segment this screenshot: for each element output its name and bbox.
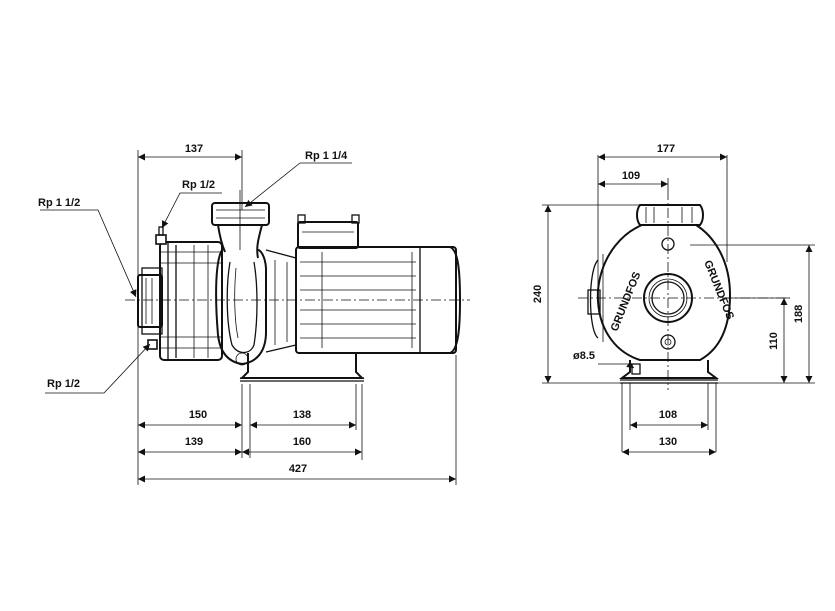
vent-plug-top [155, 226, 167, 245]
dim-108: 108 [659, 409, 677, 421]
end-discharge-port [636, 204, 704, 226]
dim-150: 150 [189, 409, 207, 421]
motor [295, 246, 462, 354]
label-rp-1-2-bottom: Rp 1/2 [47, 378, 80, 390]
pump-casing [215, 249, 297, 366]
end-pump-casing [587, 224, 732, 361]
dim-177: 177 [657, 143, 675, 155]
dim-188: 188 [793, 305, 805, 323]
stage-housings [159, 241, 223, 361]
terminal-box [297, 214, 360, 249]
bolt-bottom [660, 334, 676, 350]
side-view: 137 150 138 139 160 427 Rp 1 1/4 Rp 1/2 … [38, 143, 470, 485]
end-base-foot [619, 360, 719, 384]
label-rp-1-2-top: Rp 1/2 [182, 179, 215, 191]
discharge-port [211, 190, 270, 259]
label-rp-1-1-4: Rp 1 1/4 [305, 150, 348, 162]
brand-grundfos-left: GRUNDFOS [609, 270, 644, 333]
dim-427: 427 [289, 463, 307, 475]
end-view: GRUNDFOS GRUNDFOS [532, 143, 815, 456]
end-suction-port [643, 273, 693, 323]
base-foot [239, 353, 365, 382]
suction-port [137, 267, 163, 335]
dim-138: 138 [293, 409, 311, 421]
dim-137: 137 [185, 143, 203, 155]
dim-240: 240 [532, 285, 544, 303]
label-rp-1-1-2: Rp 1 1/2 [38, 197, 80, 209]
dim-110: 110 [768, 332, 780, 350]
dim-130: 130 [659, 436, 677, 448]
dim-139: 139 [185, 436, 203, 448]
dim-hole-diameter: ø8.5 [573, 350, 595, 362]
bolt-top [661, 237, 675, 251]
dim-160: 160 [293, 436, 311, 448]
dim-109: 109 [622, 170, 640, 182]
